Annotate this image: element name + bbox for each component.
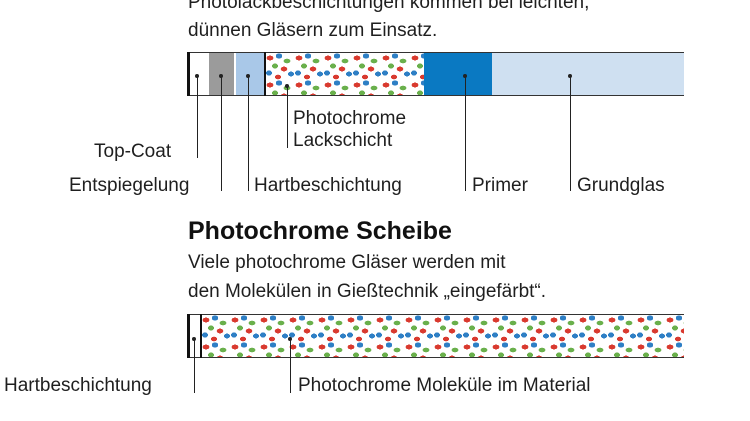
disc-molekuele-leader bbox=[290, 339, 291, 393]
top-coat-leader bbox=[197, 76, 198, 158]
label-hartbeschichtung-top: Hartbeschichtung bbox=[254, 175, 402, 196]
description-line-2: den Molekülen in Gießtechnik „eingefärbt… bbox=[188, 281, 547, 302]
label-entspiegelung: Entspiegelung bbox=[69, 175, 190, 196]
entspiegelung-leader bbox=[221, 76, 222, 191]
label-top-coat: Top-Coat bbox=[94, 141, 172, 162]
grundglas-leader bbox=[570, 76, 571, 191]
primer-leader bbox=[465, 76, 466, 191]
disc-hartbeschichtung-layer bbox=[187, 314, 190, 358]
description-line-1: Viele photochrome Gläser werden mit bbox=[188, 252, 506, 273]
photochrome-lackschicht-layer bbox=[266, 53, 424, 95]
lens-strip-outline bbox=[187, 52, 684, 96]
disc-gap-layer bbox=[190, 315, 200, 357]
label-primer: Primer bbox=[472, 175, 528, 196]
disc-hartbeschichtung-leader bbox=[194, 339, 195, 393]
gap-layer bbox=[190, 53, 209, 95]
label-grundglas: Grundglas bbox=[577, 175, 665, 196]
disc-molecule-material bbox=[202, 315, 684, 357]
disc-boundary bbox=[200, 314, 202, 358]
hartbeschichtung-leader bbox=[248, 76, 249, 191]
label-hartbeschichtung-bottom: Hartbeschichtung bbox=[4, 375, 152, 396]
label-photochrome-molekuele: Photochrome Moleküle im Material bbox=[298, 375, 591, 396]
intro-text-line-2: dünnen Gläsern zum Einsatz. bbox=[188, 20, 438, 41]
grundglas-layer bbox=[492, 53, 684, 95]
top-coat-layer bbox=[187, 52, 190, 96]
separator-layer bbox=[234, 53, 236, 95]
photochrome-lackschicht-leader bbox=[287, 86, 288, 148]
label-photochrome-lackschicht-line-1: Photochrome bbox=[293, 108, 407, 129]
disc-strip-outline bbox=[187, 314, 684, 358]
label-photochrome-lackschicht-line-2: Lackschicht bbox=[293, 130, 393, 151]
section-title-photochrome-scheibe: Photochrome Scheibe bbox=[188, 217, 452, 245]
layer-boundary bbox=[264, 52, 266, 96]
primer-layer bbox=[424, 53, 492, 95]
hartbeschichtung-layer bbox=[236, 53, 264, 95]
intro-text-line-1: Photolackbeschichtungen kommen bei leich… bbox=[188, 0, 590, 13]
